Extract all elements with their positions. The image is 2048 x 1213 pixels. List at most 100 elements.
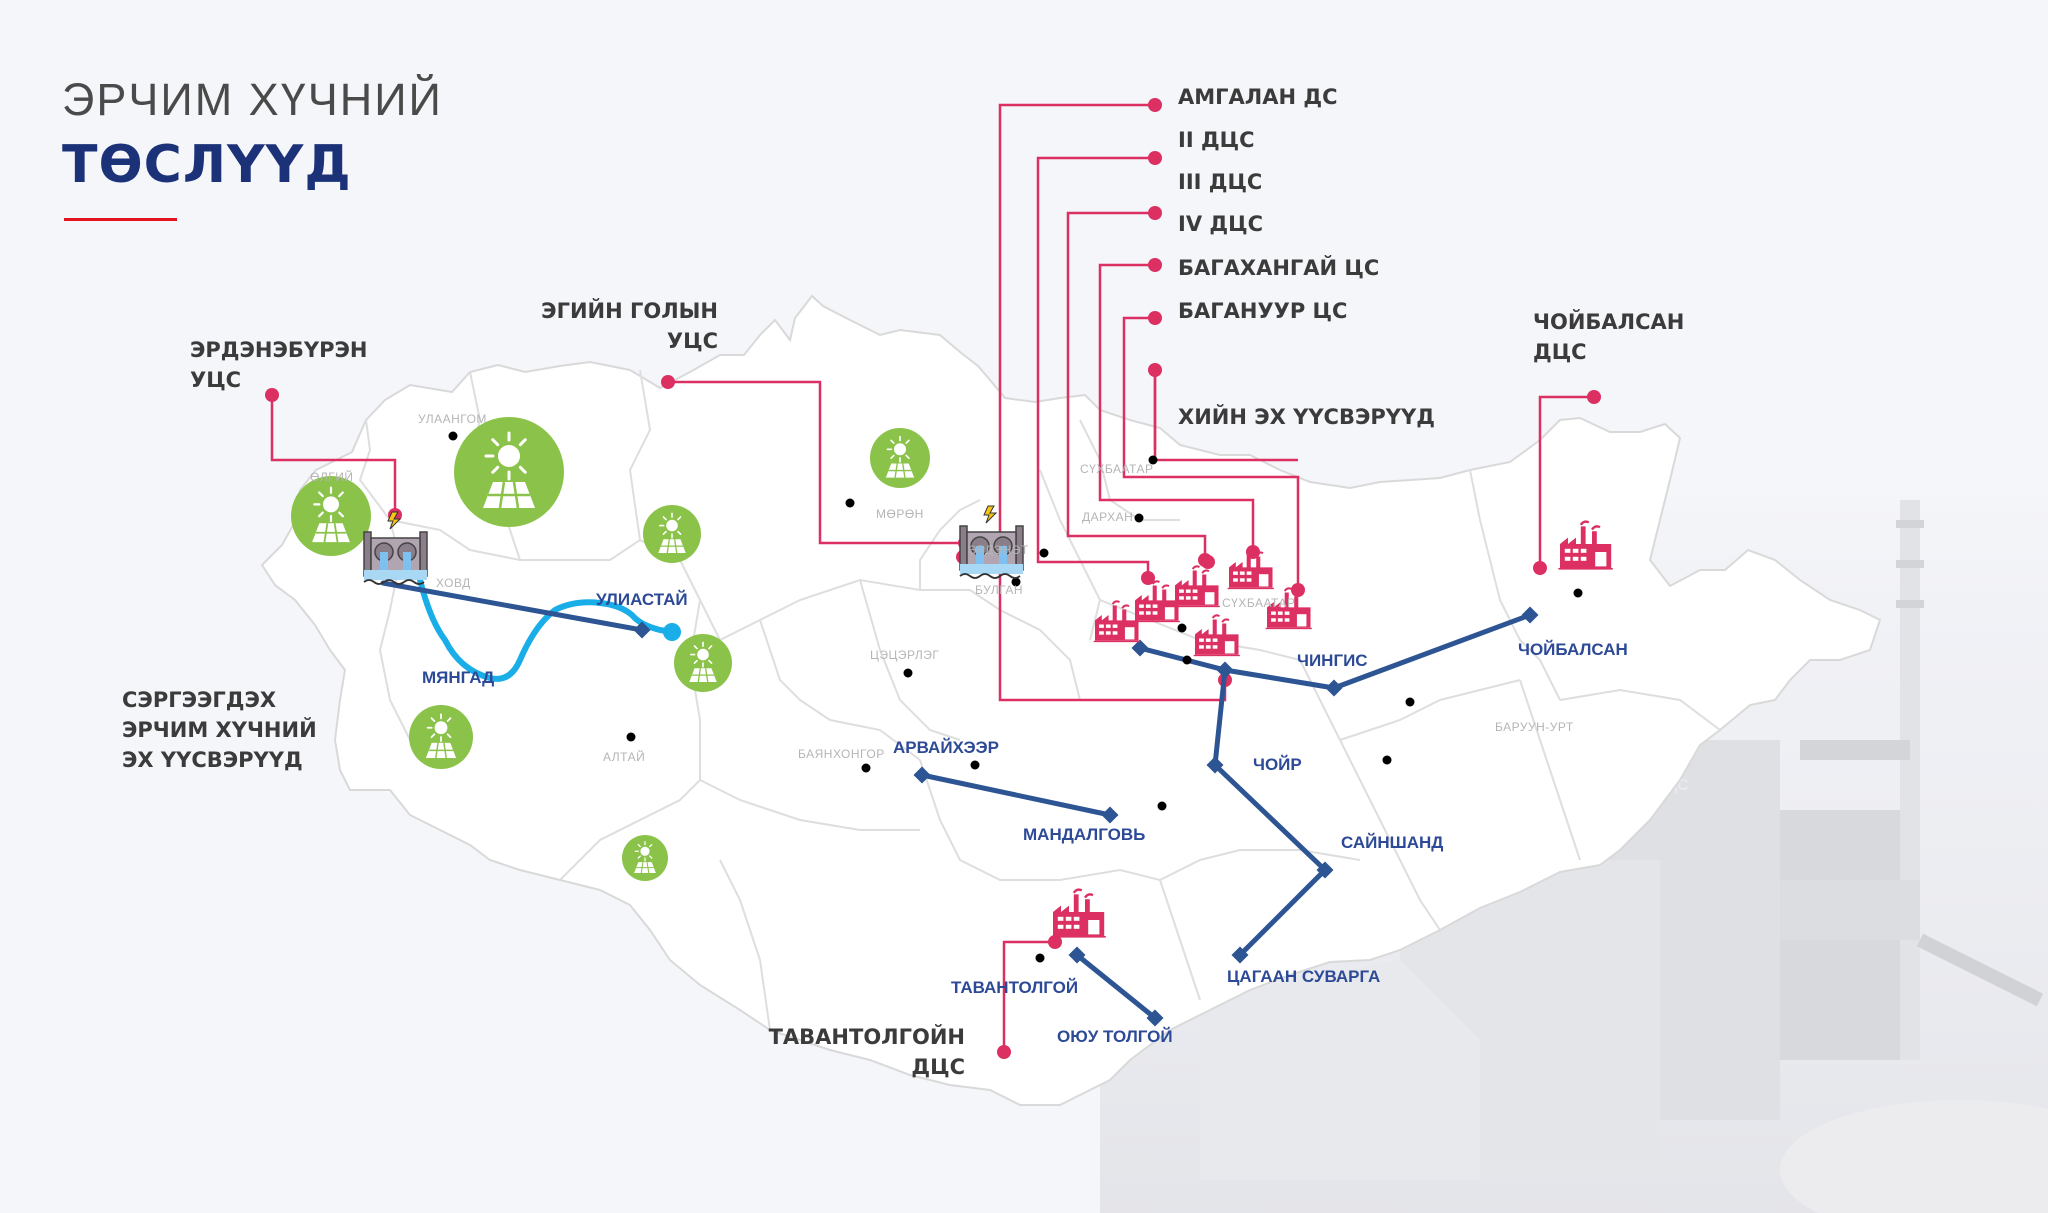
node-label-oyu-tolgoi: ОЮУ ТОЛГОЙ [1057, 1027, 1173, 1046]
city-label: БАРУУН-УРТ [1495, 720, 1574, 734]
leader-end-dot [265, 388, 279, 402]
callout-egiin-gol: ЭГИЙН ГОЛЫН УЦС [541, 299, 718, 353]
city-dot-icon [1157, 801, 1167, 811]
solar-panel-icon [674, 634, 732, 692]
factory-icon [1558, 520, 1613, 570]
transmission-node-marker [1101, 806, 1119, 824]
city-dots [331, 431, 1583, 963]
city-dot-icon [1039, 548, 1049, 558]
solar-panel-icon [454, 417, 564, 527]
city-dot-icon [1382, 755, 1392, 765]
transmission-node-marker [1216, 661, 1234, 679]
factory-icon [1173, 565, 1220, 608]
river-line [417, 577, 675, 682]
city-label: ЭРДЭНЭТ [968, 543, 1029, 557]
callout-gas-sources: ХИЙН ЭХ ҮҮСВЭРҮҮД [1178, 405, 1435, 429]
leader-end-dot [1148, 258, 1162, 272]
transmission-lines [380, 580, 1533, 1021]
callout-leader-line [1122, 316, 1300, 590]
city-label: СҮХБААТАР [1080, 462, 1154, 476]
transmission-line [1212, 667, 1329, 958]
transmission-node-marker [913, 766, 931, 784]
leader-end-dot [1048, 935, 1062, 949]
callout-erdeneburen: ЭРДЭНЭБҮРЭН УЦС [190, 338, 368, 392]
callout-leader-line [668, 380, 965, 545]
node-label-myangad: МЯНГАД [422, 668, 495, 687]
transmission-node-marker [1231, 946, 1249, 964]
leader-end-dot [1533, 561, 1547, 575]
transmission-line [1137, 612, 1533, 691]
leader-end-dot [1201, 555, 1215, 569]
city-dot-icon [861, 763, 871, 773]
hydro-dam-icon [363, 511, 428, 585]
hydro-icons [363, 505, 1024, 585]
callout-leader-line [1002, 940, 1055, 1052]
callout-tpp4: IV ДЦС [1178, 212, 1263, 236]
city-label: БУЛГАН [975, 583, 1024, 597]
transmission-node-marker [1325, 679, 1343, 697]
leader-end-dot [661, 375, 675, 389]
transmission-node-marker [1206, 756, 1224, 774]
callout-tpp2: II ДЦС [1178, 128, 1255, 152]
city-dot-icon [1573, 588, 1583, 598]
transmission-node-marker [1521, 606, 1539, 624]
city-dot-icon [1182, 655, 1192, 665]
callout-amgalan: АМГАЛАН ДС [1178, 85, 1338, 109]
transmission-node-markers [633, 606, 1539, 1027]
city-dot-icon [626, 732, 636, 742]
callout-choibalsan-tpp: ЧОЙБАЛСАН ДЦС [1533, 310, 1685, 364]
city-dot-icon [970, 760, 980, 770]
node-label-chingis: ЧИНГИС [1297, 651, 1368, 670]
solar-panel-icon [622, 835, 668, 881]
factory-icon [1193, 614, 1240, 657]
factory-icons [1051, 520, 1613, 938]
leader-end-dot [1148, 311, 1162, 325]
callout-leader-line [1066, 211, 1207, 560]
callout-leader-dots [265, 98, 1601, 1059]
city-label: УЛААНГОМ [418, 412, 487, 426]
city-label: СҮХБААТАР [1222, 596, 1296, 610]
factory-icon [1227, 547, 1274, 590]
leader-end-dot [1148, 206, 1162, 220]
city-label: ХОВД [436, 576, 471, 590]
factory-icon [1051, 888, 1106, 938]
solar-panel-icon [291, 476, 371, 556]
title-underline [64, 218, 177, 221]
transmission-node-marker [1068, 946, 1086, 964]
city-label: ӨЛГИЙ [310, 470, 354, 484]
city-label: ЦЭЦЭРЛЭГ [870, 648, 940, 662]
callout-leader-line [1036, 156, 1155, 578]
solar-icons [291, 417, 930, 881]
transmission-node-marker [1316, 861, 1334, 879]
leader-end-dot [1148, 151, 1162, 165]
node-label-tsagaan-suvarga: ЦАГААН СУВАРГА [1227, 967, 1381, 986]
leader-end-dot [997, 1045, 1011, 1059]
transmission-node-marker [1131, 639, 1149, 657]
city-label: ДАРХАН [1082, 510, 1134, 524]
solar-panel-icon [409, 705, 473, 769]
city-label: БАЯНХОНГОР [798, 747, 885, 761]
title-line-1: ЭРЧИМ ХҮЧНИЙ [62, 74, 443, 125]
node-label-mandalgovi: МАНДАЛГОВЬ [1023, 825, 1146, 844]
transmission-node-marker [633, 621, 651, 639]
leader-end-dot [1291, 583, 1305, 597]
hydro-dam-icon [959, 505, 1024, 579]
solar-panel-icon [643, 505, 701, 563]
leader-end-dot [1148, 363, 1162, 377]
callout-leader-line [1098, 263, 1255, 552]
callout-renewables: СЭРГЭЭГДЭХ ЭРЧИМ ХҮЧНИЙ ЭХ ҮҮСВЭРҮҮД [122, 688, 317, 772]
callout-tpp3: III ДЦС [1178, 170, 1263, 194]
city-label: МӨРӨН [876, 507, 924, 521]
callout-leader-line [270, 395, 397, 515]
factory-icon [1265, 587, 1312, 630]
callout-tavantolgoi-tpp: ТАВАНТОЛГОЙН ДЦС [768, 1025, 965, 1079]
factory-icon [1093, 600, 1140, 643]
city-dot-icon [1405, 697, 1415, 707]
node-label-choibalsan: ЧОЙБАЛСАН [1518, 640, 1628, 659]
callout-baganuur: БАГАНУУР ЦС [1178, 299, 1348, 323]
node-label-tavantolgoi: ТАВАНТОЛГОЙ [951, 978, 1079, 997]
leader-end-dot [1141, 571, 1155, 585]
node-label-arvaikheer: АРВАЙХЭЭР [893, 738, 999, 757]
callout-bagakhangai: БАГАХАНГАЙ ЦС [1178, 256, 1380, 280]
transmission-line [1074, 952, 1158, 1021]
